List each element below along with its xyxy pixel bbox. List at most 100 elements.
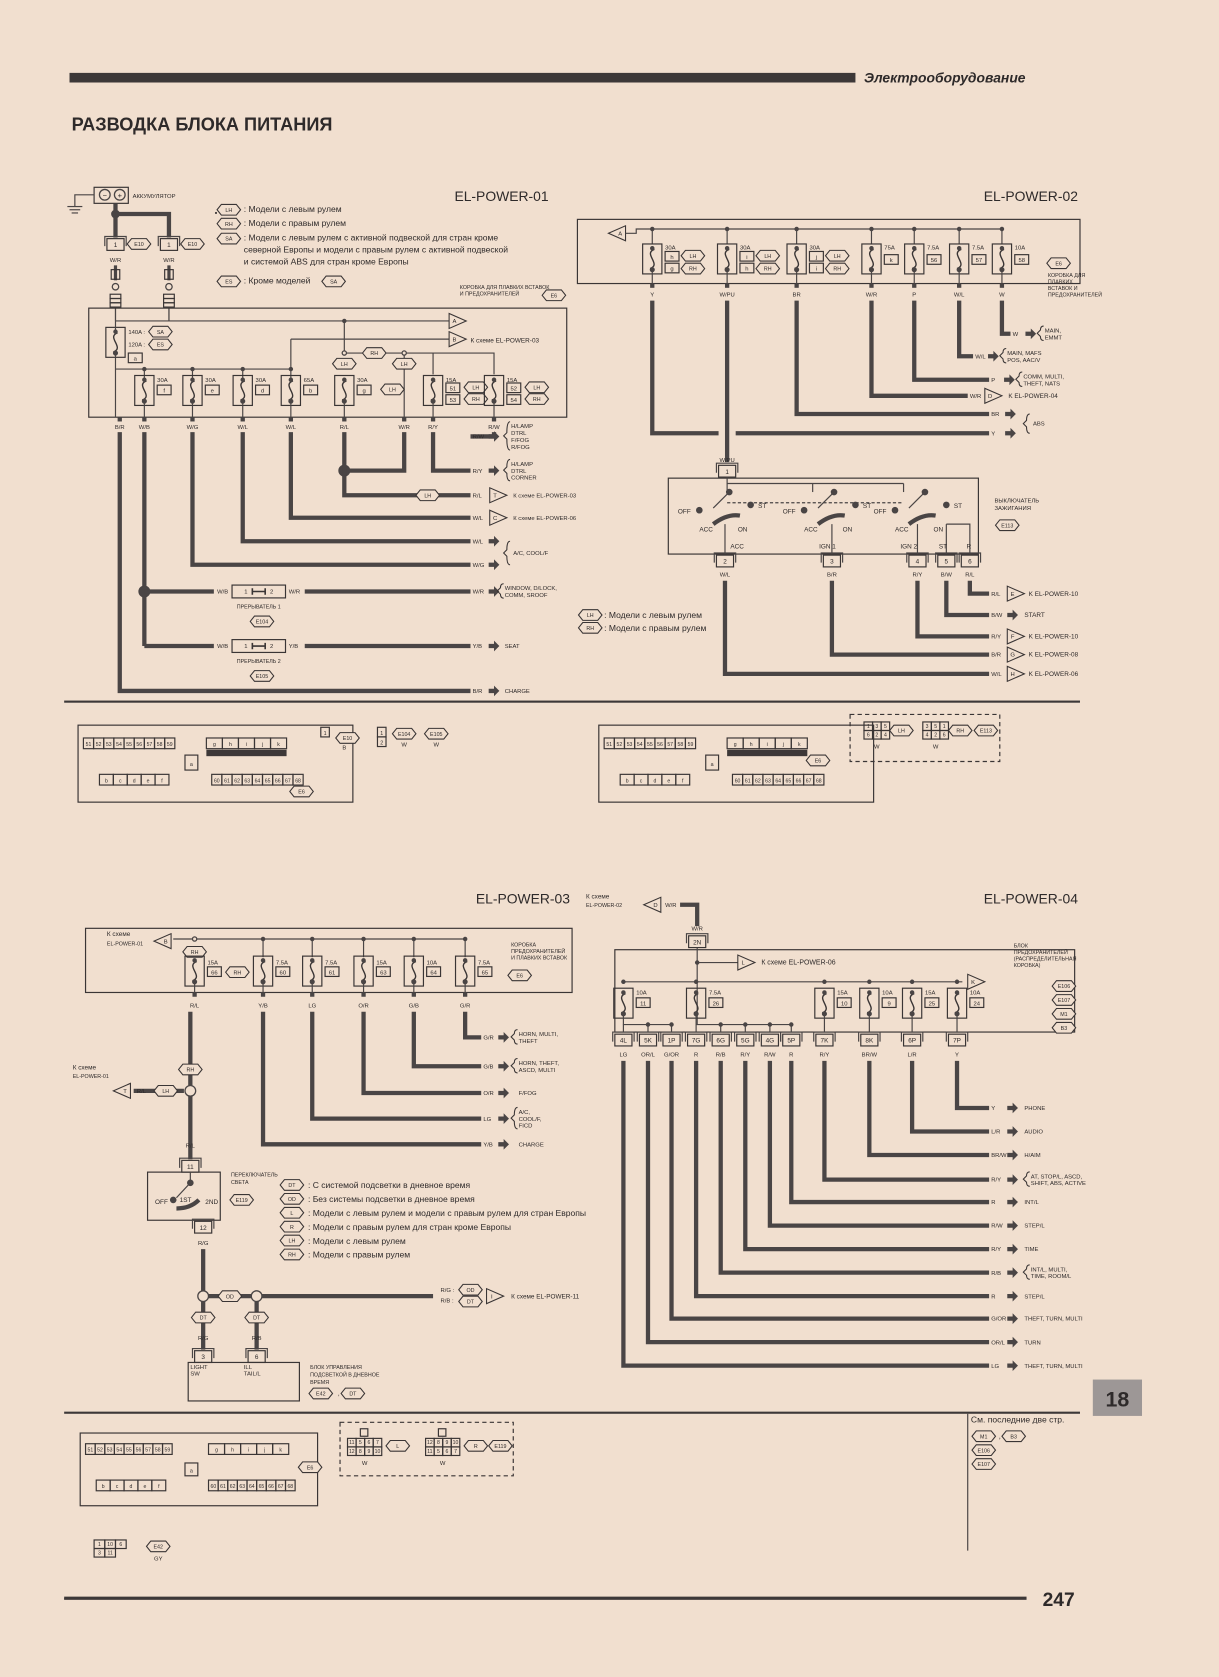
- option-tag: LH: [401, 362, 408, 368]
- flag-letter: E: [1011, 592, 1015, 598]
- pin-number: 55: [126, 742, 132, 748]
- fuse-id-box: [739, 250, 755, 262]
- destination-label: THEFT, TURN, MULTI: [1024, 1364, 1083, 1370]
- link-label: К схеме: [586, 893, 610, 900]
- destination-label: START: [1024, 612, 1044, 619]
- wire-color: W/L: [720, 573, 731, 579]
- pin-number: 4: [926, 732, 929, 738]
- contact-st: [747, 501, 754, 509]
- destination-label: К схеме EL-POWER-03: [513, 493, 577, 499]
- option-tag-icon: [755, 262, 781, 275]
- option-tag-icon: [680, 262, 706, 275]
- destination-label: K EL-POWER-10: [1029, 634, 1079, 641]
- connector-flag-icon: [489, 486, 509, 504]
- wire-color: L/R: [991, 1130, 1000, 1136]
- pin-number: 67: [806, 778, 812, 784]
- option-tag-icon: [289, 785, 314, 798]
- fuse-id: 65: [482, 970, 489, 976]
- pin-number: 6: [119, 1542, 122, 1548]
- connector-flag-icon: [448, 330, 468, 348]
- fuse-amp: 15A: [837, 991, 848, 997]
- fuse-id: 57: [976, 258, 983, 264]
- option-tag-icon: [279, 1206, 305, 1219]
- destination-label: THEFT, TURN, MULTI: [1024, 1317, 1083, 1323]
- destination-label: INT/L, MULTI,: [1031, 1267, 1068, 1273]
- option-tag-icon: [216, 203, 242, 216]
- arrow-icon: [498, 1113, 509, 1125]
- switch-pin: 12: [200, 1225, 208, 1232]
- separator: ,: [338, 1391, 340, 1398]
- pin-number: 1: [324, 731, 327, 737]
- arrow-icon: [488, 640, 500, 652]
- fuse-element-icon: [868, 248, 874, 270]
- arrow-icon: [988, 350, 999, 362]
- option-tag: RH: [191, 950, 199, 956]
- pin-number: 9: [446, 1440, 449, 1446]
- pin-number: k: [798, 742, 801, 748]
- pin: 2: [270, 644, 273, 650]
- connector-group-outline: [339, 1421, 514, 1477]
- terminal: [724, 283, 730, 288]
- fuse-id-box: [445, 382, 461, 394]
- fuse-id: 26: [713, 1001, 720, 1007]
- breaker-label: ПРЕРЫВАТЕЛЬ 1: [237, 605, 281, 611]
- position-label: OFF: [678, 508, 691, 515]
- fuse-id: e: [211, 389, 214, 395]
- light-switch-outline: [146, 1171, 221, 1221]
- switch-label: СВЕТА: [231, 1180, 249, 1186]
- pin-cell: [292, 773, 304, 786]
- wire: [463, 1011, 482, 1040]
- legend-tag: SA: [225, 237, 233, 243]
- fuse-terminal: [309, 958, 315, 963]
- option-tag-icon: [279, 1234, 305, 1247]
- bus-line: [625, 228, 1002, 234]
- option-tag: B3: [1010, 1434, 1017, 1440]
- connector-bracket-icon: [906, 552, 929, 563]
- pin-number: d: [130, 1484, 133, 1490]
- terminal: [288, 417, 293, 422]
- switch-pin: 11: [187, 1164, 194, 1171]
- fusebox-label: ПЛАВКИХ: [1048, 280, 1073, 286]
- link-label: EL-POWER-01: [107, 941, 143, 947]
- option-tag: LH: [162, 1089, 169, 1095]
- pin-number: 8: [359, 1449, 362, 1455]
- pin-number: 51: [88, 1448, 94, 1454]
- pin-number: 60: [735, 778, 741, 784]
- wire-color: R/Y: [820, 1053, 830, 1059]
- wire-color: R: [991, 1294, 995, 1300]
- battery-pos-sign: +: [118, 191, 122, 200]
- option-tag-icon: [126, 238, 152, 250]
- fusebox-id: E6: [1055, 261, 1062, 267]
- option-tag-icon: [145, 1540, 171, 1553]
- fuse-block-pin: 4L: [620, 1038, 628, 1045]
- junction-dot: [190, 366, 195, 372]
- legend-tag: RH: [586, 626, 594, 632]
- page-title: РАЗВОДКА БЛОКА ПИТАНИЯ: [72, 115, 333, 135]
- option-tag-icon: [224, 966, 250, 979]
- connector-icon: [760, 1033, 780, 1047]
- connector-color: W: [362, 1461, 368, 1467]
- pin-number: 62: [755, 778, 761, 784]
- connector-group-outline: [849, 713, 1001, 763]
- module-label: ВРЕМЯ: [310, 1380, 329, 1386]
- terminal: [650, 283, 655, 288]
- option-tag-icon: [577, 609, 603, 621]
- terminal: [912, 283, 917, 288]
- wire-color: R/G :: [441, 1288, 455, 1294]
- pin-number: a: [190, 1469, 193, 1475]
- legend-tag: LH: [225, 208, 232, 214]
- fuse-terminal: [142, 377, 147, 383]
- flag-letter: A: [618, 231, 622, 237]
- option-tag-icon: [415, 489, 441, 502]
- connector-color: W: [440, 1461, 446, 1467]
- connector-bracket-icon: [684, 1031, 708, 1042]
- option-tag-icon: [1046, 257, 1072, 270]
- legend-tag: RH: [288, 1253, 296, 1259]
- connector-icon: [159, 238, 179, 251]
- pin-number: 3: [875, 724, 878, 730]
- wire-color: BR: [793, 292, 801, 298]
- arrow-icon: [1007, 1220, 1018, 1231]
- terminal-label: IGN 1: [819, 544, 836, 551]
- separator: ,: [999, 1431, 1001, 1440]
- destination-label: AT, STOP/L, ASCD,: [1031, 1174, 1083, 1180]
